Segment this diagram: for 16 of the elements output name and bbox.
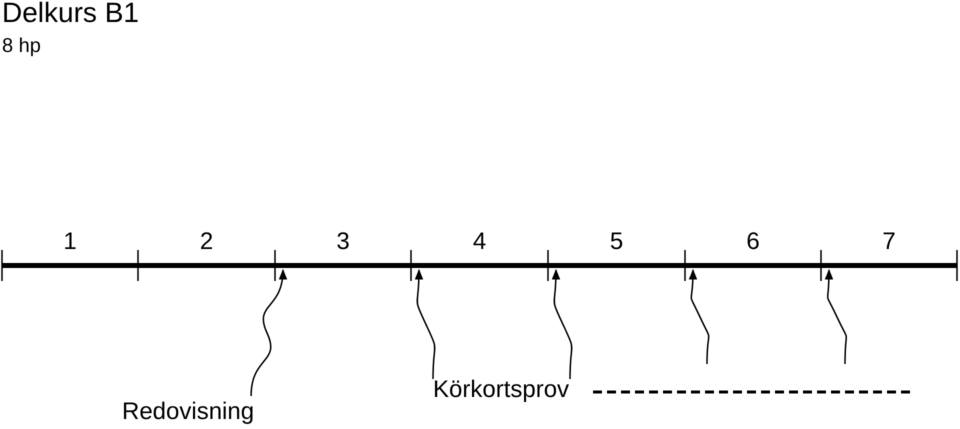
- arrow: [688, 268, 710, 364]
- arrow: [552, 268, 572, 380]
- segment-number: 2: [200, 228, 214, 256]
- event-label: Redovisning: [122, 398, 254, 426]
- arrow: [414, 268, 436, 380]
- segment-number: 7: [882, 228, 896, 256]
- arrow: [824, 268, 847, 364]
- segment-number: 1: [63, 228, 77, 256]
- segment-number: 6: [746, 228, 760, 256]
- subtitle: 8 hp: [2, 34, 41, 58]
- title: Delkurs B1: [2, 0, 139, 30]
- segment-number: 5: [610, 228, 624, 256]
- segment-number: 4: [472, 228, 486, 256]
- arrow: [250, 268, 287, 396]
- segment-number: 3: [336, 228, 350, 256]
- event-label: Körkortsprov: [433, 376, 570, 404]
